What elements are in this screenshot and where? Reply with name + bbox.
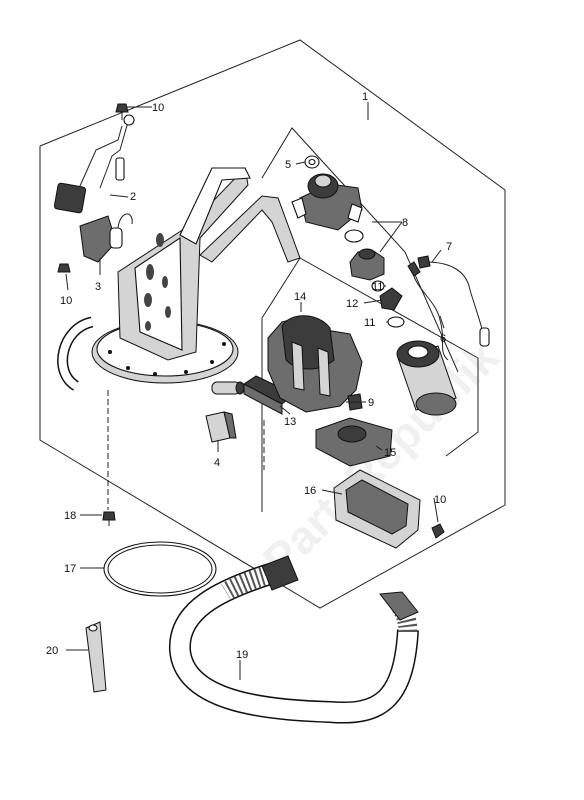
bracket-holes — [144, 233, 171, 331]
callout-11b: 11 — [364, 317, 375, 329]
callout-12: 12 — [346, 298, 358, 310]
o-ring-8 — [344, 229, 364, 243]
pump-wire-6 — [407, 261, 449, 361]
pump-bracket-assembly — [57, 166, 301, 395]
regulator-assembly-8 — [291, 173, 363, 231]
bracket-face — [134, 236, 183, 351]
callout-4: 4 — [214, 457, 220, 469]
callout-10b: 10 — [60, 295, 72, 307]
fuel-pump-motor — [396, 340, 457, 416]
bracket-arm-rear — [179, 167, 251, 245]
callout-8: 8 — [402, 217, 408, 229]
callout-14: 14 — [294, 291, 306, 303]
gasket-17 — [103, 541, 217, 597]
pump-holder-14 — [267, 315, 363, 413]
fuel-filter-16 — [333, 469, 421, 549]
fuel-level-sensor-3 — [79, 213, 133, 263]
callout-15: 15 — [384, 447, 396, 459]
callout-5: 5 — [285, 159, 291, 171]
callout-10a: 10 — [152, 102, 164, 114]
bracket-arch — [199, 195, 301, 263]
callout-2: 2 — [130, 191, 136, 203]
clamp-20 — [85, 621, 107, 693]
o-ring-11 — [387, 316, 405, 328]
bracket-frame — [117, 166, 249, 361]
callout-labels: 1 2 3 4 5 6 7 8 9 10 10 10 11 11 12 13 1… — [46, 91, 452, 661]
callout-7: 7 — [446, 241, 452, 253]
pump-wire-7 — [417, 255, 490, 347]
harness-connector — [53, 182, 87, 214]
callout-10c: 10 — [434, 494, 446, 506]
callout-9: 9 — [368, 397, 374, 409]
screw-10-right — [431, 523, 445, 539]
callout-18: 18 — [64, 510, 76, 522]
fuel-hose-19 — [169, 555, 419, 724]
callout-20: 20 — [46, 645, 58, 657]
bolt-18 — [102, 511, 116, 526]
callout-11a: 11 — [372, 281, 383, 293]
callout-19: 19 — [236, 649, 248, 661]
callout-1: 1 — [362, 91, 368, 103]
callout-17: 17 — [64, 563, 76, 575]
assembly-boundary — [39, 39, 506, 609]
filter-15 — [315, 417, 393, 467]
callout-16: 16 — [304, 485, 316, 497]
screw-10-left — [57, 263, 71, 273]
cushion-4 — [205, 411, 237, 443]
callout-13: 13 — [284, 416, 296, 428]
callout-3: 3 — [95, 281, 101, 293]
o-ring-5 — [304, 155, 320, 169]
wire-harness-2 — [53, 114, 135, 214]
leader-lines — [65, 102, 445, 680]
screw-10-upper — [115, 103, 129, 120]
callout-6: 6 — [440, 333, 446, 345]
fitting-12 — [379, 287, 403, 311]
filter-cap — [349, 248, 385, 292]
